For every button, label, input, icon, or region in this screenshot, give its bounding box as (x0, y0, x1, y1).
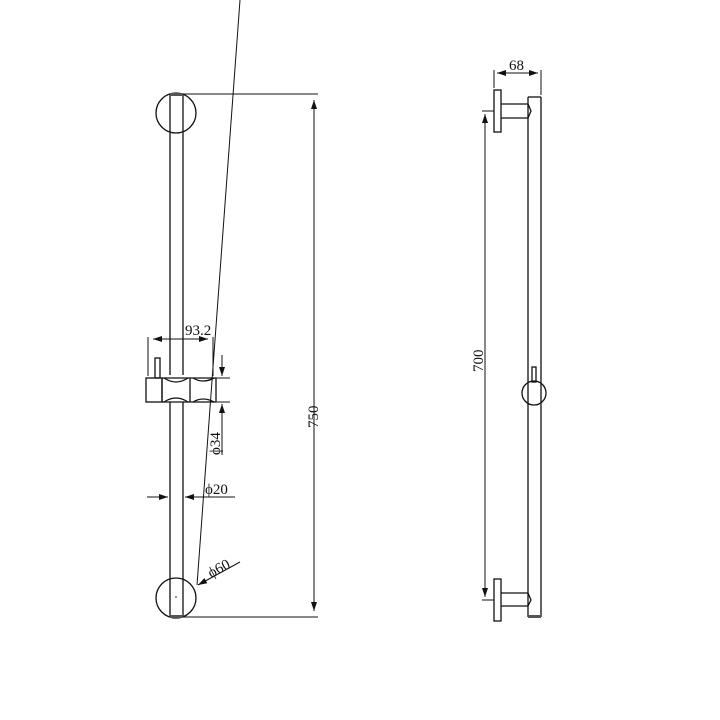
dim-phi20: ϕ20 (147, 482, 235, 500)
slider (145, 357, 217, 403)
side-top-bracket (493, 89, 532, 133)
side-rail (527, 96, 542, 618)
dim-700: 700 (471, 110, 494, 601)
dim-bracket-diameter: ϕ60 (205, 557, 233, 582)
dim-68: 68 (493, 58, 542, 95)
dim-bracket-spacing: 700 (471, 350, 487, 373)
dim-depth: 68 (509, 58, 524, 74)
dim-slider-diameter: ϕ34 (208, 432, 224, 455)
rail (169, 93, 184, 618)
side-view: 68 700 (471, 58, 547, 622)
side-bottom-bracket (493, 578, 532, 622)
dim-slider-width: 93.2 (185, 323, 211, 339)
bottom-bracket-circle (155, 577, 197, 619)
dim-phi34: ϕ34 (208, 355, 230, 455)
dim-93-2: 93.2 (147, 323, 214, 376)
dim-750: 750 (183, 93, 322, 618)
top-bracket-circle (155, 92, 197, 134)
dim-rail-diameter: ϕ20 (205, 482, 228, 498)
side-slider (521, 366, 547, 406)
dim-total-length: 750 (306, 406, 322, 429)
front-view: 750 93.2 ϕ34 ϕ20 ϕ60 (145, 0, 322, 619)
